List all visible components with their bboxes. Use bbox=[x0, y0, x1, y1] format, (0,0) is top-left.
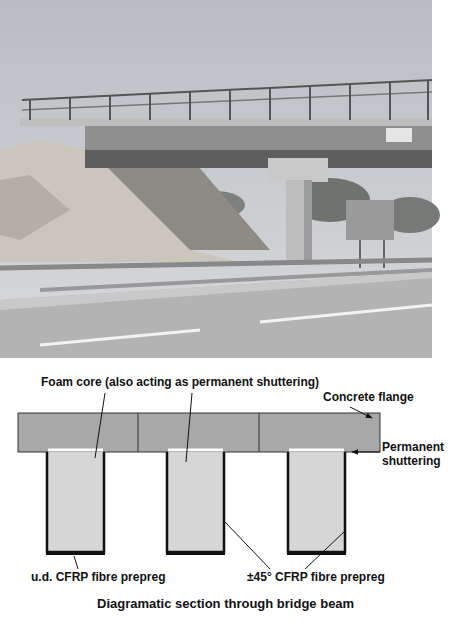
foam-core-label: Foam core (also acting as permanent shut… bbox=[40, 376, 320, 390]
ud-prepreg-label: u.d. CFRP fibre prepreg bbox=[30, 571, 166, 585]
bridge-section bbox=[18, 413, 380, 553]
leader-lines bbox=[74, 393, 380, 569]
caption: Diagramatic section through bridge beam bbox=[96, 597, 355, 612]
flange-label: Concrete flange bbox=[322, 391, 415, 405]
bridge-photo bbox=[0, 0, 440, 358]
angle-prepreg-label: ±45° CFRP fibre prepreg bbox=[246, 571, 386, 585]
shuttering-label: Permanent shuttering bbox=[381, 441, 449, 469]
